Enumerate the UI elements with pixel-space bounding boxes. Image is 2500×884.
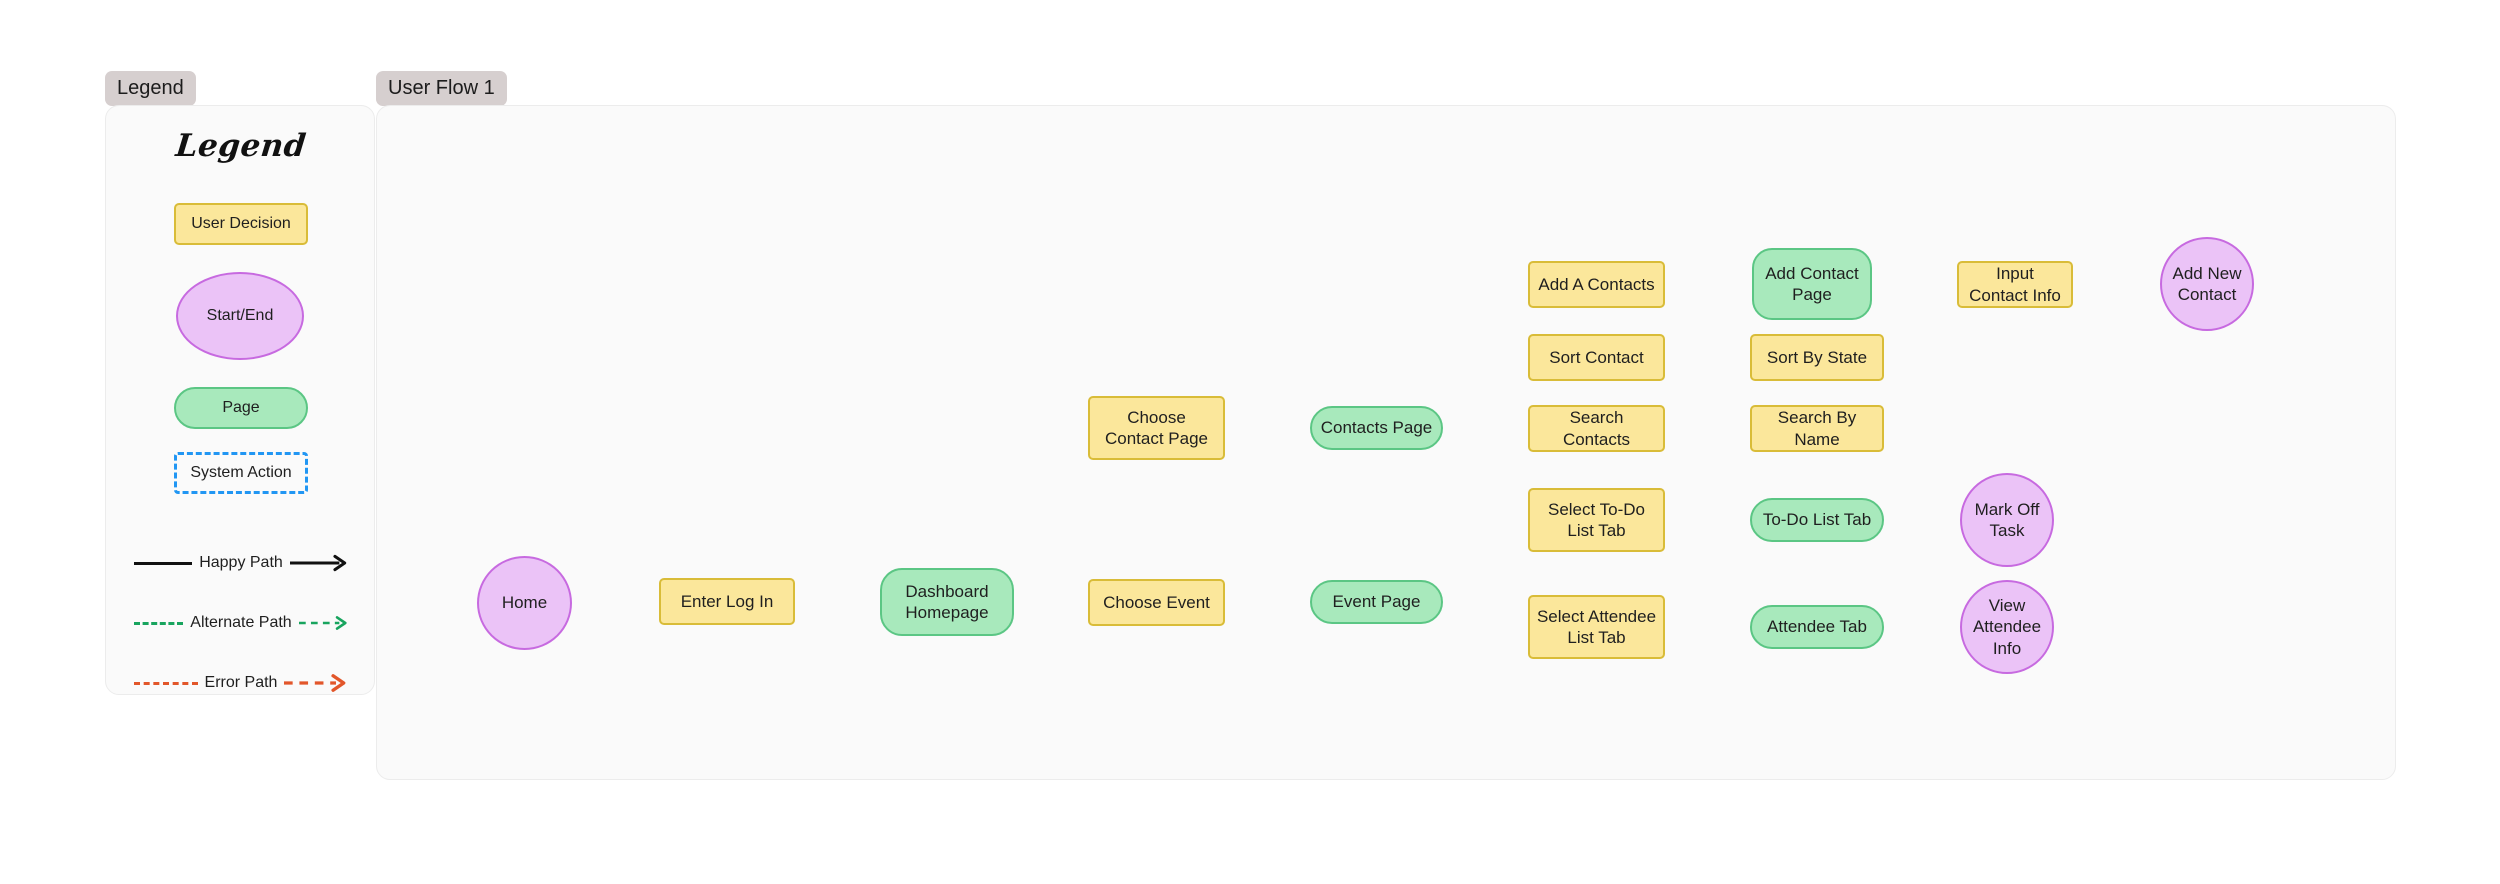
legend-shape-start-end-label: Start/End (206, 307, 274, 324)
flow-node-dashboard-homepage[interactable]: Dashboard Homepage (880, 568, 1014, 636)
flow-node-choose-contact-page[interactable]: Choose Contact Page (1088, 396, 1225, 460)
flow-node-event-page-label: Event Page (1332, 592, 1421, 612)
flow-node-select-todo-list-tab[interactable]: Select To-Do List Tab (1528, 488, 1665, 552)
legend-path-error: Error Path (134, 670, 348, 696)
legend-path-alternate-label: Alternate Path (190, 614, 292, 631)
flow-node-choose-event[interactable]: Choose Event (1088, 579, 1225, 626)
flow-node-todo-list-tab-label: To-Do List Tab (1762, 510, 1872, 530)
legend-path-error-label: Error Path (204, 674, 278, 691)
flow-node-home[interactable]: Home (477, 556, 572, 650)
legend-shape-user-decision-label: User Decision (191, 215, 291, 232)
flow-node-attendee-tab[interactable]: Attendee Tab (1750, 605, 1884, 649)
flow-node-add-a-contacts[interactable]: Add A Contacts (1528, 261, 1665, 308)
frame-label-user-flow-1[interactable]: User Flow 1 (376, 71, 507, 106)
flow-node-todo-list-tab[interactable]: To-Do List Tab (1750, 498, 1884, 542)
flow-node-view-attendee-info-label: View Attendee Info (1972, 596, 2042, 658)
flow-node-contacts-page-label: Contacts Page (1320, 418, 1433, 438)
flow-node-home-label: Home (501, 593, 548, 613)
flow-node-search-by-name-label: Search By Name (1777, 408, 1857, 449)
flow-node-attendee-tab-label: Attendee Tab (1767, 617, 1867, 637)
flow-node-choose-event-label: Choose Event (1103, 592, 1210, 612)
flow-node-enter-log-in-label: Enter Log In (680, 591, 774, 611)
legend-path-alternate-line-left (134, 621, 184, 625)
flow-node-select-todo-list-tab-label: Select To-Do List Tab (1547, 499, 1645, 540)
legend-path-happy-label: Happy Path (199, 554, 283, 571)
legend-shape-page: Page (174, 387, 308, 429)
legend-shape-user-decision: User Decision (174, 203, 308, 245)
flow-node-input-contact-info[interactable]: Input Contact Info (1957, 261, 2073, 308)
legend-shape-system-action: System Action (174, 452, 308, 494)
legend-frame: Legend User Decision Start/End Page Syst… (105, 105, 375, 695)
flow-node-enter-log-in[interactable]: Enter Log In (659, 578, 795, 625)
frame-label-legend[interactable]: Legend (105, 71, 196, 106)
flow-node-add-a-contacts-label: Add A Contacts (1538, 274, 1655, 294)
flow-node-mark-off-task-label: Mark Off Task (1974, 499, 2040, 540)
flow-node-contacts-page[interactable]: Contacts Page (1310, 406, 1443, 450)
legend-shape-page-label: Page (222, 399, 260, 416)
legend-shape-start-end: Start/End (176, 272, 304, 360)
legend-path-happy: Happy Path (134, 550, 348, 576)
legend-path-happy-arrow (289, 554, 347, 572)
flow-node-sort-contact-label: Sort Contact (1549, 347, 1644, 367)
flow-node-event-page[interactable]: Event Page (1310, 580, 1443, 624)
flow-node-sort-by-state[interactable]: Sort By State (1750, 334, 1884, 381)
flow-node-sort-by-state-label: Sort By State (1766, 347, 1868, 367)
flow-node-add-contact-page-label: Add Contact Page (1765, 263, 1859, 304)
legend-path-error-arrow (284, 674, 346, 692)
flow-node-search-contacts[interactable]: Search Contacts (1528, 405, 1665, 452)
flow-node-search-contacts-label: Search Contacts (1562, 408, 1631, 449)
flow-node-sort-contact[interactable]: Sort Contact (1528, 334, 1665, 381)
legend-path-error-line-left (134, 681, 198, 685)
flow-node-add-new-contact[interactable]: Add New Contact (2160, 237, 2254, 331)
flow-node-dashboard-homepage-label: Dashboard Homepage (905, 581, 989, 622)
flow-node-add-new-contact-label: Add New Contact (2172, 263, 2242, 304)
flow-node-input-contact-info-label: Input Contact Info (1969, 264, 2061, 305)
legend-title: Legend (174, 128, 308, 164)
legend-path-alternate-arrow (298, 616, 347, 630)
flow-node-choose-contact-page-label: Choose Contact Page (1104, 407, 1208, 448)
legend-path-happy-line-left (134, 561, 193, 565)
flow-node-select-attendee-list-tab[interactable]: Select Attendee List Tab (1528, 595, 1665, 659)
legend-path-alternate: Alternate Path (134, 610, 348, 636)
flow-node-add-contact-page[interactable]: Add Contact Page (1752, 248, 1872, 320)
flow-node-select-attendee-list-tab-label: Select Attendee List Tab (1536, 606, 1657, 647)
flow-node-mark-off-task[interactable]: Mark Off Task (1960, 473, 2054, 567)
flow-node-search-by-name[interactable]: Search By Name (1750, 405, 1884, 452)
flow-node-view-attendee-info[interactable]: View Attendee Info (1960, 580, 2054, 674)
legend-shape-system-action-label: System Action (190, 464, 292, 481)
